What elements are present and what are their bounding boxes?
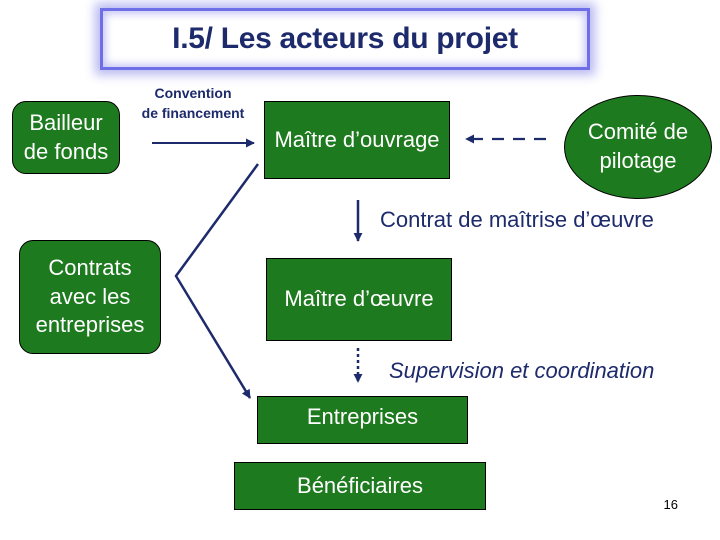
node-maitre-oeuvre-label: Maître d’œuvre (284, 286, 434, 312)
node-contrats-label: Contrats avec les entreprises (35, 255, 145, 338)
node-bailleur-label: Bailleur de fonds (23, 109, 109, 164)
node-beneficiaires-label: Bénéficiaires (297, 472, 423, 498)
contrats-bracket (174, 163, 260, 399)
node-comite-de-pilotage: Comité de pilotage (564, 95, 712, 199)
node-entreprises: Entreprises (257, 396, 468, 444)
node-beneficiaires: Bénéficiaires (234, 462, 486, 510)
node-bailleur-de-fonds: Bailleur de fonds (12, 101, 120, 174)
node-comite-label: Comité de pilotage (587, 119, 689, 173)
convention-label-line1: Convention (154, 85, 232, 101)
contrat-maitrise-oeuvre-label: Contrat de maîtrise d’œuvre (380, 207, 654, 232)
page-number: 16 (663, 497, 678, 512)
node-maitre-ouvrage: Maître d’ouvrage (264, 101, 450, 179)
slide-title: I.5/ Les acteurs du projet (172, 22, 518, 55)
convention-label: Convention de financement (131, 83, 255, 124)
node-maitre-oeuvre: Maître d’œuvre (266, 258, 452, 341)
convention-label-line2: de financement (141, 105, 245, 122)
title-frame: I.5/ Les acteurs du projet (100, 8, 590, 70)
node-contrats-entreprises: Contrats avec les entreprises (19, 240, 161, 354)
node-entreprises-label: Entreprises (306, 404, 419, 429)
node-maitre-ouvrage-label: Maître d’ouvrage (274, 126, 440, 152)
supervision-label: Supervision et coordination (389, 358, 655, 383)
